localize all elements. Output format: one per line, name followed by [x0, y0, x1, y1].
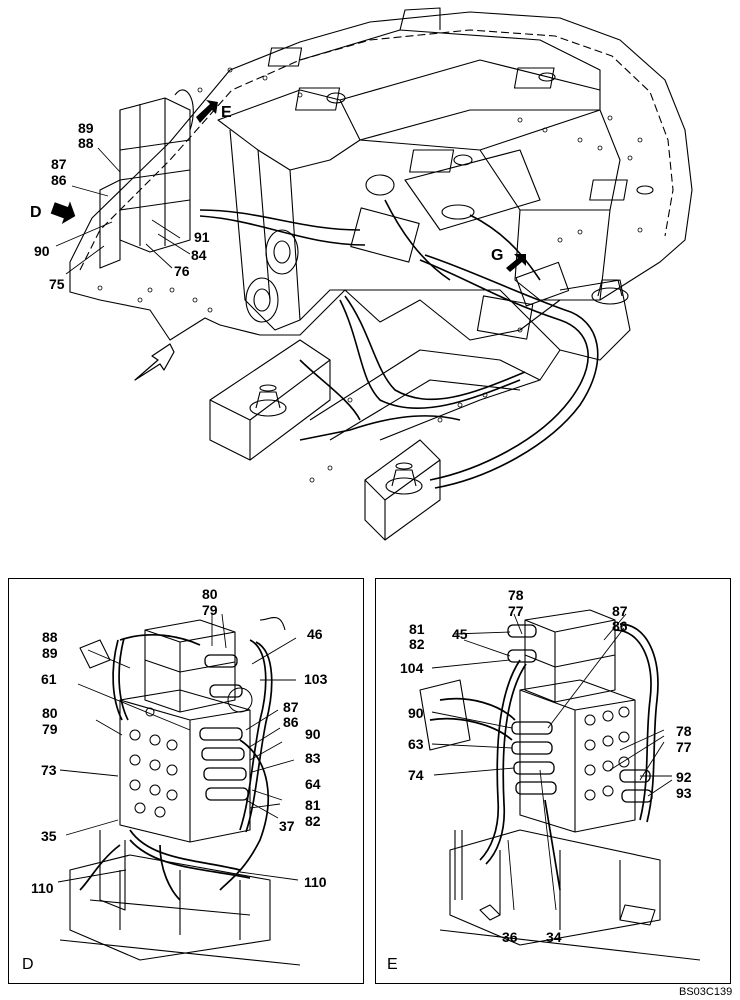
top-callout-89: 89 — [78, 120, 94, 136]
d-callout-73: 73 — [41, 762, 57, 778]
detail-d-frame — [8, 578, 364, 984]
d-callout-79: 79 — [42, 721, 58, 737]
e-callout-90: 90 — [408, 705, 424, 721]
d-callout-89: 89 — [42, 645, 58, 661]
top-callout-86: 86 — [51, 172, 67, 188]
d-callout-83: 83 — [305, 750, 321, 766]
e-callout-81: 81 — [409, 621, 425, 637]
d-callout-61: 61 — [41, 671, 57, 687]
d-callout-81: 81 — [305, 797, 321, 813]
top-callout-87: 87 — [51, 156, 67, 172]
e-callout-77: 77 — [676, 739, 692, 755]
top-leader-lines — [55, 147, 191, 275]
detail-e-frame — [375, 578, 731, 984]
e-callout-45: 45 — [452, 626, 468, 642]
view-arrow-d-icon — [50, 201, 76, 224]
top-callout-75: 75 — [49, 276, 65, 292]
d-callout-37: 37 — [279, 818, 295, 834]
detail-d-view-label: D — [22, 956, 34, 973]
e-callout-86: 86 — [612, 618, 628, 634]
d-callout-80-top: 80 — [202, 586, 218, 602]
e-callout-63: 63 — [408, 736, 424, 752]
top-callout-76: 76 — [174, 263, 190, 279]
detail-d-drawing — [59, 616, 301, 966]
top-callout-90: 90 — [34, 243, 50, 259]
e-callout-93: 93 — [676, 785, 692, 801]
view-marker-d: D — [30, 204, 42, 221]
d-callout-82: 82 — [305, 813, 321, 829]
d-callout-79-top: 79 — [202, 602, 218, 618]
d-callout-110-left: 110 — [31, 880, 54, 896]
d-callout-35: 35 — [41, 828, 57, 844]
detail-e-view-label: E — [387, 956, 398, 973]
top-callout-88: 88 — [78, 135, 94, 151]
d-callout-64: 64 — [305, 776, 321, 792]
detail-e-drawing — [419, 609, 701, 961]
view-marker-e: E — [221, 104, 232, 121]
d-callout-88: 88 — [42, 629, 58, 645]
e-callout-104: 104 — [400, 660, 424, 676]
upper-structure-frame-drawing — [69, 7, 693, 541]
view-arrow-g-icon — [506, 254, 526, 272]
d-callout-103: 103 — [304, 671, 328, 687]
d-callout-80: 80 — [42, 705, 58, 721]
d-callout-110-right: 110 — [304, 874, 327, 890]
d-callout-90: 90 — [305, 726, 321, 742]
drawing-reference-code: BS03C139 — [679, 986, 733, 998]
view-arrow-e-icon — [196, 100, 218, 123]
e-callout-87: 87 — [612, 603, 628, 619]
d-callout-86: 86 — [283, 714, 299, 730]
view-marker-g: G — [491, 247, 504, 264]
detail-e-leader-lines — [431, 613, 673, 911]
e-callout-78: 78 — [676, 723, 692, 739]
e-callout-77-top: 77 — [508, 603, 524, 619]
e-callout-74: 74 — [408, 767, 424, 783]
e-callout-78-top: 78 — [508, 587, 524, 603]
e-callout-92: 92 — [676, 769, 692, 785]
detail-d-leader-lines — [57, 613, 299, 883]
e-callout-82: 82 — [409, 636, 425, 652]
top-callout-91: 91 — [194, 229, 210, 245]
d-callout-46: 46 — [307, 626, 323, 642]
top-callout-84: 84 — [191, 247, 207, 263]
d-callout-87: 87 — [283, 699, 299, 715]
e-callout-34: 34 — [546, 929, 562, 945]
e-callout-36: 36 — [502, 929, 518, 945]
